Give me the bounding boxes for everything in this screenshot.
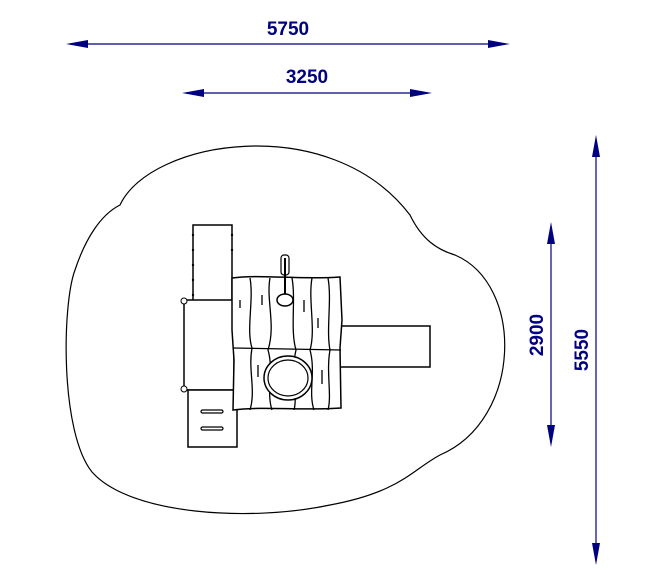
ladder-rung [200, 409, 224, 414]
top-ramp [192, 224, 233, 306]
dimension-overall-depth: 5550 [572, 135, 600, 565]
dimension-structure-depth: 2900 [527, 222, 555, 447]
tree-house-block [231, 275, 343, 411]
dimension-overall-width: 5750 [66, 19, 510, 48]
dimension-label-overall-depth: 5550 [572, 329, 593, 371]
dimension-label-overall-width: 5750 [267, 19, 309, 40]
ladder [187, 389, 238, 448]
ladder-rung [200, 426, 224, 431]
steering-wheel [276, 293, 294, 307]
side-panel [183, 299, 235, 391]
porthole-inner-ring [267, 359, 309, 397]
dimension-label-structure-width: 3250 [286, 67, 328, 88]
slide [337, 325, 431, 368]
dimension-label-structure-depth: 2900 [527, 314, 548, 356]
porthole [263, 355, 313, 401]
post-cap [180, 297, 188, 305]
block-divider [232, 347, 342, 351]
safety-zone-outline [65, 145, 506, 515]
play-structure [180, 224, 431, 448]
dimension-structure-width: 3250 [182, 67, 432, 97]
post-cap [180, 385, 188, 393]
ramp-bolts [191, 233, 234, 297]
